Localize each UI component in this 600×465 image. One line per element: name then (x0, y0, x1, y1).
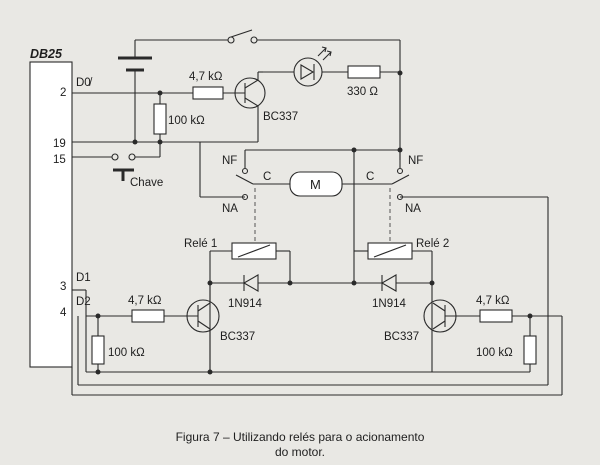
diode1 (242, 274, 259, 292)
led-resistor-value: 330 Ω (347, 86, 378, 98)
pin-3-label: 3 (60, 281, 66, 293)
left-pull-resistor-value: 100 kΩ (108, 347, 145, 359)
led-resistor (347, 65, 381, 79)
caption-line-1: Figura 7 – Utilizando relés para o acion… (176, 430, 425, 444)
diode2-label: 1N914 (372, 298, 406, 310)
left-base-resistor (131, 309, 165, 323)
right-pull-resistor (523, 335, 537, 365)
relay1-label: Relé 1 (184, 238, 217, 250)
motor-label: M (310, 177, 321, 192)
pin-4-label: 4 (60, 307, 67, 319)
db25-connector (29, 61, 73, 368)
pin-15-label: 15 (53, 154, 66, 166)
left-base-resistor-value: 4,7 kΩ (128, 295, 162, 307)
signal-d2-label: D2 (76, 296, 91, 308)
relay2-label: Relé 2 (416, 238, 449, 250)
left-pull-resistor (91, 335, 105, 365)
left-relay-contacts (235, 167, 290, 201)
top-base-resistor (192, 86, 224, 100)
db25-title: DB25 (30, 47, 63, 61)
led (293, 46, 332, 87)
left-c-label: C (263, 171, 271, 183)
left-na-label: NA (222, 203, 238, 215)
transistor-left (186, 283, 220, 372)
right-relay-contacts (391, 167, 410, 201)
transistor-right-label: BC337 (384, 331, 419, 343)
left-nf-label: NF (222, 155, 237, 167)
right-base-resistor-value: 4,7 kΩ (476, 295, 510, 307)
right-c-label: C (366, 171, 374, 183)
transistor-left-label: BC337 (220, 331, 255, 343)
battery (118, 40, 152, 142)
transistor-top (234, 71, 266, 142)
right-na-label: NA (405, 203, 421, 215)
top-base-resistor-value: 4,7 kΩ (189, 71, 223, 83)
right-nf-label: NF (408, 155, 423, 167)
right-pull-resistor-value: 100 kΩ (476, 347, 513, 359)
top-pull-resistor (153, 103, 167, 135)
diode2 (380, 274, 397, 292)
caption-line-2: do motor. (275, 445, 325, 459)
signal-d0-label: D0̸ (76, 77, 93, 89)
pin-19-label: 19 (53, 138, 66, 150)
power-switch (227, 29, 258, 44)
signal-d1-label: D1 (76, 272, 91, 284)
pin-2-label: 2 (60, 87, 66, 99)
transistor-top-label: BC337 (263, 111, 298, 123)
top-pull-resistor-value: 100 kΩ (168, 115, 205, 127)
diode1-label: 1N914 (228, 298, 262, 310)
right-base-resistor (479, 309, 513, 323)
chave-label: Chave (130, 177, 163, 189)
chave-pushbutton (111, 153, 136, 181)
